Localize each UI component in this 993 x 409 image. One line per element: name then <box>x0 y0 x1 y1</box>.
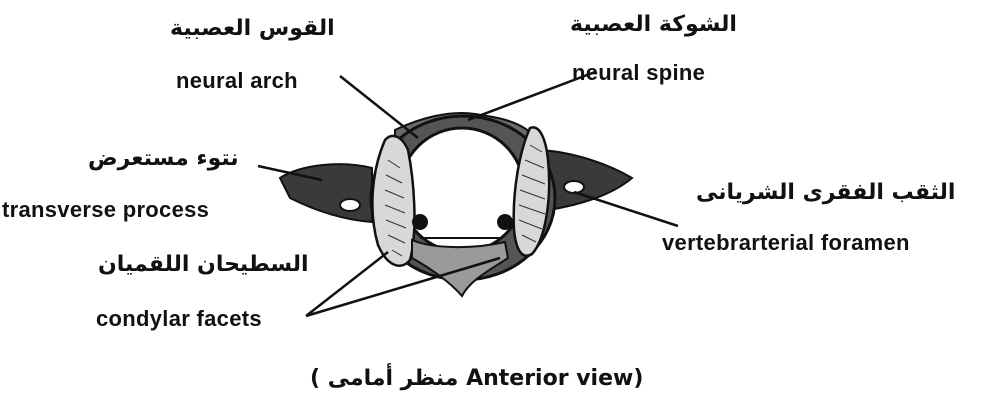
transverse-process-label-ar: نتوء مستعرض <box>88 148 239 170</box>
right-foramen <box>564 181 584 193</box>
neural-spine-label-ar: الشوكة العصبية <box>570 14 737 36</box>
leader-vertebrarterial-foramen <box>574 192 678 226</box>
neural-canal <box>400 128 524 252</box>
left-condylar-facet <box>372 136 414 266</box>
vertebrarterial-foramen-label-ar: الثقب الفقرى الشريانى <box>696 182 955 204</box>
figure-caption: ( منظر أمامى Anterior view) <box>310 368 643 390</box>
neural-spine-label-en: neural spine <box>572 62 705 84</box>
neural-arch-label-ar: القوس العصبية <box>170 18 335 40</box>
vertebrarterial-foramen-label-en: vertebrarterial foramen <box>662 232 910 254</box>
leader-condylar-facet-left <box>306 252 388 316</box>
neural-arch-label-en: neural arch <box>176 70 298 92</box>
transverse-process-label-en: transverse process <box>2 199 209 221</box>
left-foramen <box>340 199 360 211</box>
leader-neural-arch <box>340 76 418 138</box>
condylar-facets-label-en: condylar facets <box>96 308 262 330</box>
condylar-facets-label-ar: السطيحان اللقميان <box>98 254 309 276</box>
leader-condylar-facet-right <box>306 258 500 316</box>
